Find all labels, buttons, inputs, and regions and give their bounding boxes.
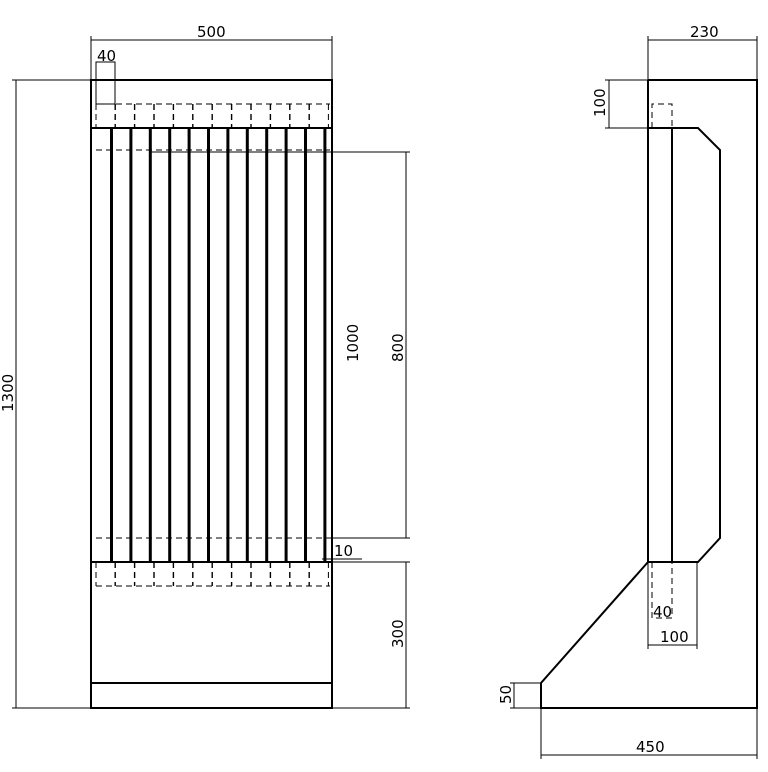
dim-bar-width-box [95,61,116,105]
vertical-bar [226,128,230,562]
side-outline [540,79,758,709]
post-outline [647,127,721,563]
dim-socket-width: 100 [660,628,689,646]
dim-socket-depth: 40 [653,603,672,621]
dim-bar-width: 40 [97,47,116,65]
dim-overall-width: 500 [197,23,226,41]
dim-gap: 10 [334,542,353,560]
vertical-bar [265,128,269,562]
dim-base-width: 450 [636,738,665,756]
socket-top-hidden [651,103,673,128]
dim-top-height: 100 [591,88,609,117]
vertical-bar [284,128,288,562]
vertical-bar [129,128,133,562]
dim-bar-length: 1000 [344,324,362,362]
vertical-bar [110,128,113,562]
dim-overall-height: 1300 [0,374,17,412]
vertical-bar [323,128,327,562]
front-view: 500 40 1300 1000 800 10 300 [0,23,410,709]
socket-bottom-hidden [651,562,673,619]
vertical-bar [245,128,249,562]
vertical-bars [95,104,329,586]
vertical-bar [207,128,210,562]
dim-toe-height: 50 [497,685,515,704]
side-view: 230 100 40 100 50 450 [497,23,758,759]
vertical-bar [187,128,191,562]
vertical-bar [148,128,152,562]
dim-base-height: 300 [389,619,407,648]
dim-top-width: 230 [690,23,719,41]
vertical-bar [168,128,172,562]
front-outline [90,79,333,709]
dim-clear-span: 800 [389,333,407,362]
vertical-bar [304,128,307,562]
